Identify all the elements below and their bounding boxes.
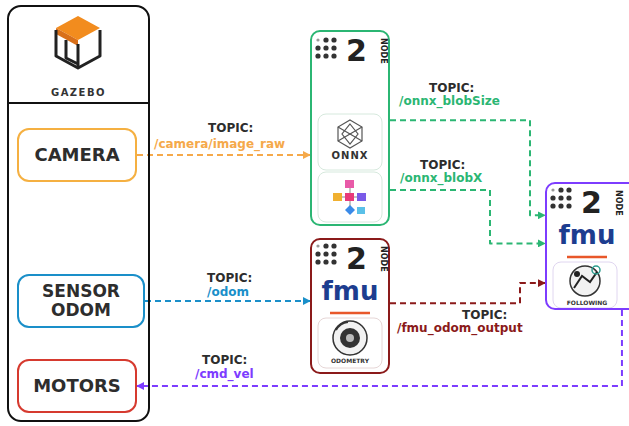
node-text: NODE (379, 246, 388, 272)
topic-name: /odom (205, 286, 251, 299)
ros-dot (331, 243, 336, 248)
node-text: 2 (346, 36, 367, 66)
ros-node-box: 2 NODE ONNX (310, 30, 390, 226)
node-text: GAZEBO (9, 87, 148, 99)
topic-name: /onnx_blobSize (397, 95, 502, 108)
topic-connector (137, 154, 310, 156)
topic-connector (145, 300, 310, 302)
node-text: fmu (312, 278, 388, 304)
topic-heading: TOPIC: (418, 159, 467, 172)
node-text: FOLLOWING (547, 300, 627, 307)
ros-dot (558, 187, 563, 192)
onnx-icon (338, 120, 362, 148)
ros-dot (566, 203, 571, 208)
following-icon (570, 266, 600, 296)
ros-dot (331, 251, 336, 256)
device-box: MOTORS (17, 359, 137, 413)
topic-connector (137, 310, 622, 386)
ros-dot (323, 243, 328, 248)
ros-dot (551, 188, 554, 191)
gazebo-logo (56, 16, 100, 68)
ros-dot (323, 45, 328, 50)
device-box: CAMERA (17, 128, 137, 182)
ros-dot (550, 195, 555, 200)
ros-dot (331, 37, 336, 42)
topic-heading: TOPIC: (200, 354, 249, 367)
topic-heading: TOPIC: (206, 122, 255, 135)
ros-dot (316, 244, 319, 247)
topic-name: /camera/image_raw (152, 138, 287, 151)
ros-dot (323, 37, 328, 42)
topic-heading: TOPIC: (205, 272, 254, 285)
topic-name: /cmd_vel (193, 368, 256, 381)
ros-dot (316, 38, 319, 41)
ros-dot (323, 251, 328, 256)
ros-dot (315, 45, 320, 50)
ros-dot (323, 259, 328, 264)
flow-icon (333, 180, 366, 215)
ros-dot (315, 259, 320, 264)
topic-connector (390, 283, 545, 303)
node-text: ONNX (312, 150, 388, 162)
topic-name: /onnx_blobX (398, 172, 484, 185)
ros-dot (566, 195, 571, 200)
inner-box (318, 172, 382, 222)
ros-dot (558, 203, 563, 208)
fmu-underline (330, 312, 370, 315)
ros-dot (566, 187, 571, 192)
topic-name: /fmu_odom_output (395, 322, 525, 335)
node-text: NODE (379, 38, 388, 64)
topic-connector (390, 190, 545, 244)
node-text: 2 (346, 244, 367, 274)
topic-heading: TOPIC: (427, 82, 476, 95)
topic-connector (390, 120, 545, 215)
topic-heading: TOPIC: (460, 309, 509, 322)
node-text: SENSOR ODOM (19, 282, 143, 319)
simulator-panel: GAZEBO CAMERA SENSOR ODOM MOTORS (7, 5, 150, 422)
ros-dot (331, 259, 336, 264)
ros-dot (558, 195, 563, 200)
fmu-underline (567, 256, 607, 259)
node-text: NODE (614, 190, 623, 216)
ros-node-box: 2 NODE fmuODOMETRY (310, 238, 390, 374)
separator (8, 102, 149, 104)
ros-dot (315, 53, 320, 58)
node-text: MOTORS (27, 376, 127, 396)
ros-dot (323, 53, 328, 58)
ros-dot (331, 45, 336, 50)
inner-box (318, 114, 382, 170)
node-text: CAMERA (28, 145, 125, 165)
odometry-icon (333, 321, 367, 355)
ros-dot (550, 203, 555, 208)
node-text: ODOMETRY (312, 358, 388, 365)
node-text: 2 (581, 188, 602, 218)
device-box: SENSOR ODOM (17, 274, 145, 328)
node-text: fmu (547, 222, 627, 248)
ros-node-box: 2 NODE fmuFOLLOWING (545, 182, 629, 310)
ros-dot (331, 53, 336, 58)
ros-dot (315, 251, 320, 256)
